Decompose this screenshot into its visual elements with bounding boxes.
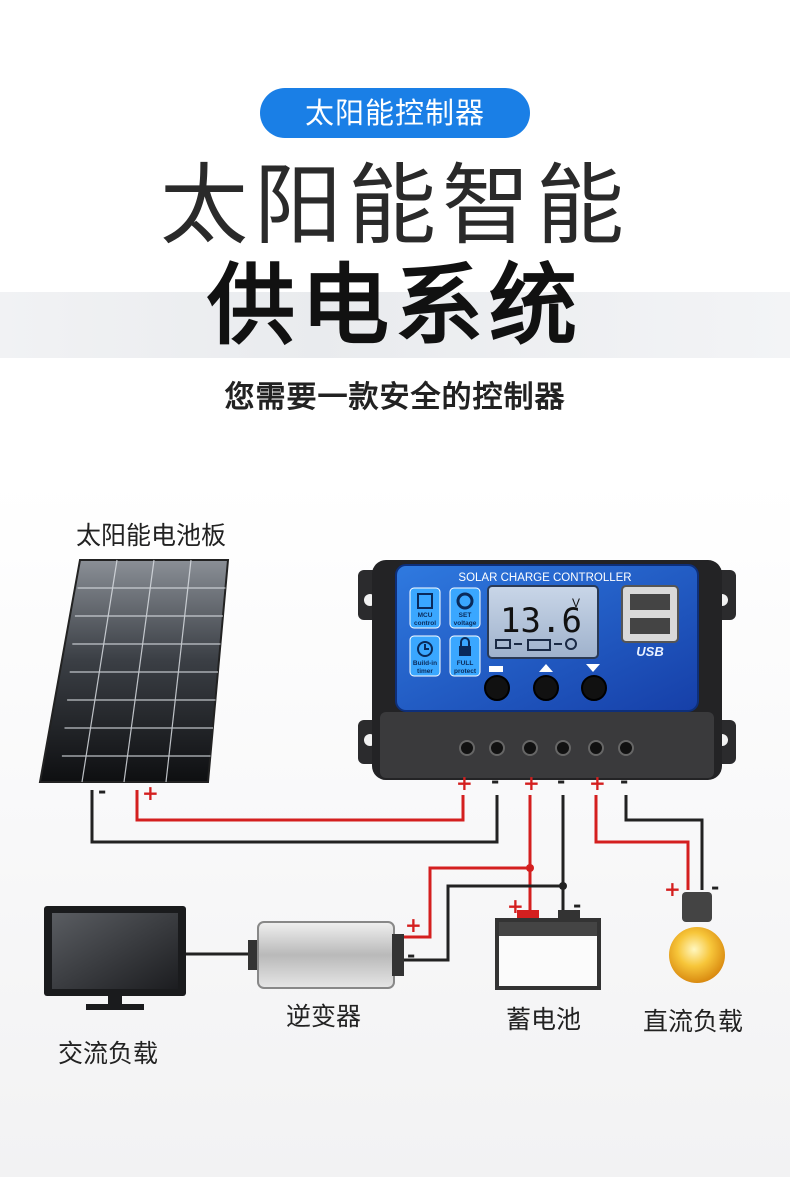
label-battery: 蓄电池 [506, 1005, 582, 1034]
label-dc-load: 直流负载 [643, 1007, 744, 1036]
controller-brand-text: SOLAR CHARGE CONTROLLER [458, 572, 631, 584]
menu-button[interactable] [484, 675, 510, 701]
feature-set-line2: voltage [454, 620, 477, 627]
triangle-up-icon [539, 664, 553, 672]
inverter-plus: + [405, 913, 422, 937]
triangle-down-icon [586, 664, 600, 672]
lcd-voltage-unit: V [572, 596, 580, 610]
page-subtitle: 您需要一款安全的控制器 [224, 380, 566, 415]
chip-icon [417, 593, 433, 609]
feature-set-line1: SET [459, 612, 472, 619]
terminal-block [459, 740, 634, 756]
page-title-line2: 供电系统 [206, 254, 583, 357]
pv-minus: - [491, 769, 499, 793]
battery-icon [495, 910, 601, 990]
wires [90, 790, 704, 962]
clock-icon [417, 641, 433, 657]
battery-minus: - [573, 893, 581, 917]
up-button[interactable] [533, 675, 559, 701]
feature-timer-line1: Build-in [413, 660, 437, 667]
lcd-voltage-value: 13.6 [500, 601, 582, 641]
pv-plus: + [456, 771, 473, 795]
solar-panel [38, 559, 230, 783]
label-ac-load: 交流负载 [58, 1039, 159, 1068]
label-solar-panel: 太阳能电池板 [76, 521, 227, 550]
load-minus: - [620, 769, 628, 793]
panel-minus: - [98, 779, 106, 803]
light-bulb-icon [669, 892, 725, 983]
menu-icon [489, 666, 503, 672]
inverter-icon [248, 921, 404, 989]
lock-icon [459, 637, 471, 656]
feature-mcu-line2: control [414, 620, 436, 627]
label-inverter: 逆变器 [286, 1002, 362, 1031]
monitor-icon [44, 906, 186, 1010]
title-background-band [0, 292, 790, 358]
bat-minus: - [557, 769, 565, 793]
gear-icon [456, 592, 474, 610]
load-plus: + [589, 771, 606, 795]
panel-plus: + [142, 781, 159, 805]
inverter-minus: - [407, 943, 415, 967]
down-button[interactable] [581, 675, 607, 701]
bulb-plus: + [664, 877, 681, 901]
status-flow-icon [495, 638, 578, 651]
bulb-minus: - [711, 875, 719, 899]
category-badge: 太阳能控制器 [260, 88, 530, 138]
battery-plus: + [507, 894, 524, 918]
feature-protect-line2: protect [454, 668, 477, 675]
polarity-labels: - + + - + - + - + - + - + - [98, 769, 719, 967]
feature-protect-line1: FULL [457, 660, 474, 667]
bat-plus: + [523, 771, 540, 795]
usb-label: USB [636, 644, 663, 659]
feature-mcu-line1: MCU [418, 612, 433, 619]
page-title-line1: 太阳能智能 [159, 154, 630, 257]
feature-timer-line2: timer [417, 668, 433, 675]
